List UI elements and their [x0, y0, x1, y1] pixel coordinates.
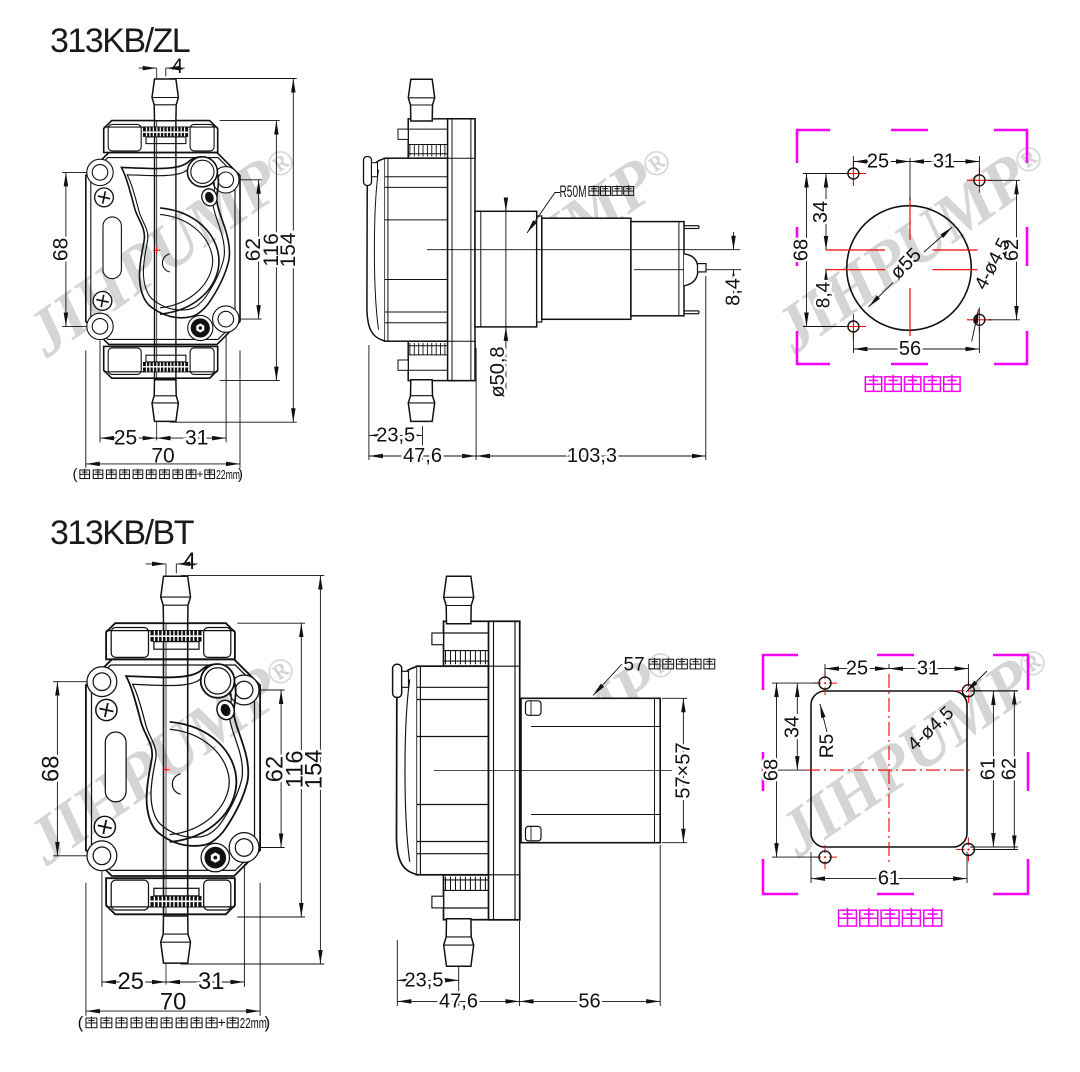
svg-text:31: 31 — [917, 658, 939, 680]
svg-text:31: 31 — [933, 151, 955, 173]
svg-text:68: 68 — [791, 239, 813, 261]
svg-text:R50M: R50M — [560, 183, 587, 201]
svg-text:47,6: 47,6 — [439, 990, 478, 1012]
svg-text:25: 25 — [114, 427, 137, 450]
svg-text:22mm: 22mm — [240, 1016, 267, 1032]
svg-text:31: 31 — [198, 969, 224, 995]
svg-text:57×57: 57×57 — [672, 742, 694, 798]
svg-text:68: 68 — [39, 756, 65, 782]
svg-text:56: 56 — [578, 990, 600, 1012]
svg-text:4: 4 — [172, 55, 184, 78]
svg-text:70: 70 — [160, 989, 186, 1015]
svg-text:4: 4 — [183, 549, 196, 575]
svg-text:): ) — [265, 1013, 271, 1032]
svg-text:61: 61 — [878, 868, 900, 890]
svg-text:+: + — [218, 1015, 226, 1030]
svg-text:61: 61 — [977, 758, 999, 780]
svg-text:34: 34 — [810, 201, 832, 223]
svg-text:154: 154 — [277, 232, 300, 267]
svg-text:68: 68 — [49, 238, 72, 261]
svg-text:25: 25 — [846, 658, 868, 680]
svg-text:57: 57 — [624, 655, 645, 676]
svg-text:62: 62 — [998, 758, 1020, 780]
svg-text:116: 116 — [260, 233, 283, 266]
svg-text:62: 62 — [263, 756, 289, 782]
svg-text:62: 62 — [1001, 239, 1023, 261]
svg-text:8,4: 8,4 — [723, 278, 745, 306]
svg-text:47,6: 47,6 — [403, 445, 442, 467]
svg-text:): ) — [238, 466, 243, 483]
svg-text:56: 56 — [899, 338, 921, 360]
svg-text:22mm: 22mm — [216, 467, 240, 482]
svg-text:313KB/ZL: 313KB/ZL — [50, 22, 190, 60]
svg-text:8,4: 8,4 — [814, 281, 835, 308]
svg-text:25: 25 — [867, 151, 889, 173]
svg-text:62: 62 — [242, 238, 265, 261]
svg-text:23,5: 23,5 — [405, 969, 444, 991]
svg-text:154: 154 — [302, 750, 328, 790]
svg-text:34: 34 — [781, 716, 803, 738]
svg-text:(: ( — [73, 466, 78, 483]
svg-text:116: 116 — [283, 750, 309, 788]
svg-text:(: ( — [78, 1013, 84, 1032]
svg-text:31: 31 — [185, 427, 208, 450]
svg-text:25: 25 — [118, 969, 144, 995]
svg-text:103,3: 103,3 — [567, 445, 617, 467]
svg-text:ø50,8: ø50,8 — [487, 346, 509, 397]
svg-text:68: 68 — [761, 759, 783, 781]
svg-text:R5: R5 — [817, 734, 838, 758]
svg-text:313KB/BT: 313KB/BT — [50, 514, 194, 552]
svg-text:23,5: 23,5 — [376, 424, 415, 446]
svg-text:70: 70 — [151, 444, 174, 467]
svg-text:+: + — [196, 467, 203, 481]
